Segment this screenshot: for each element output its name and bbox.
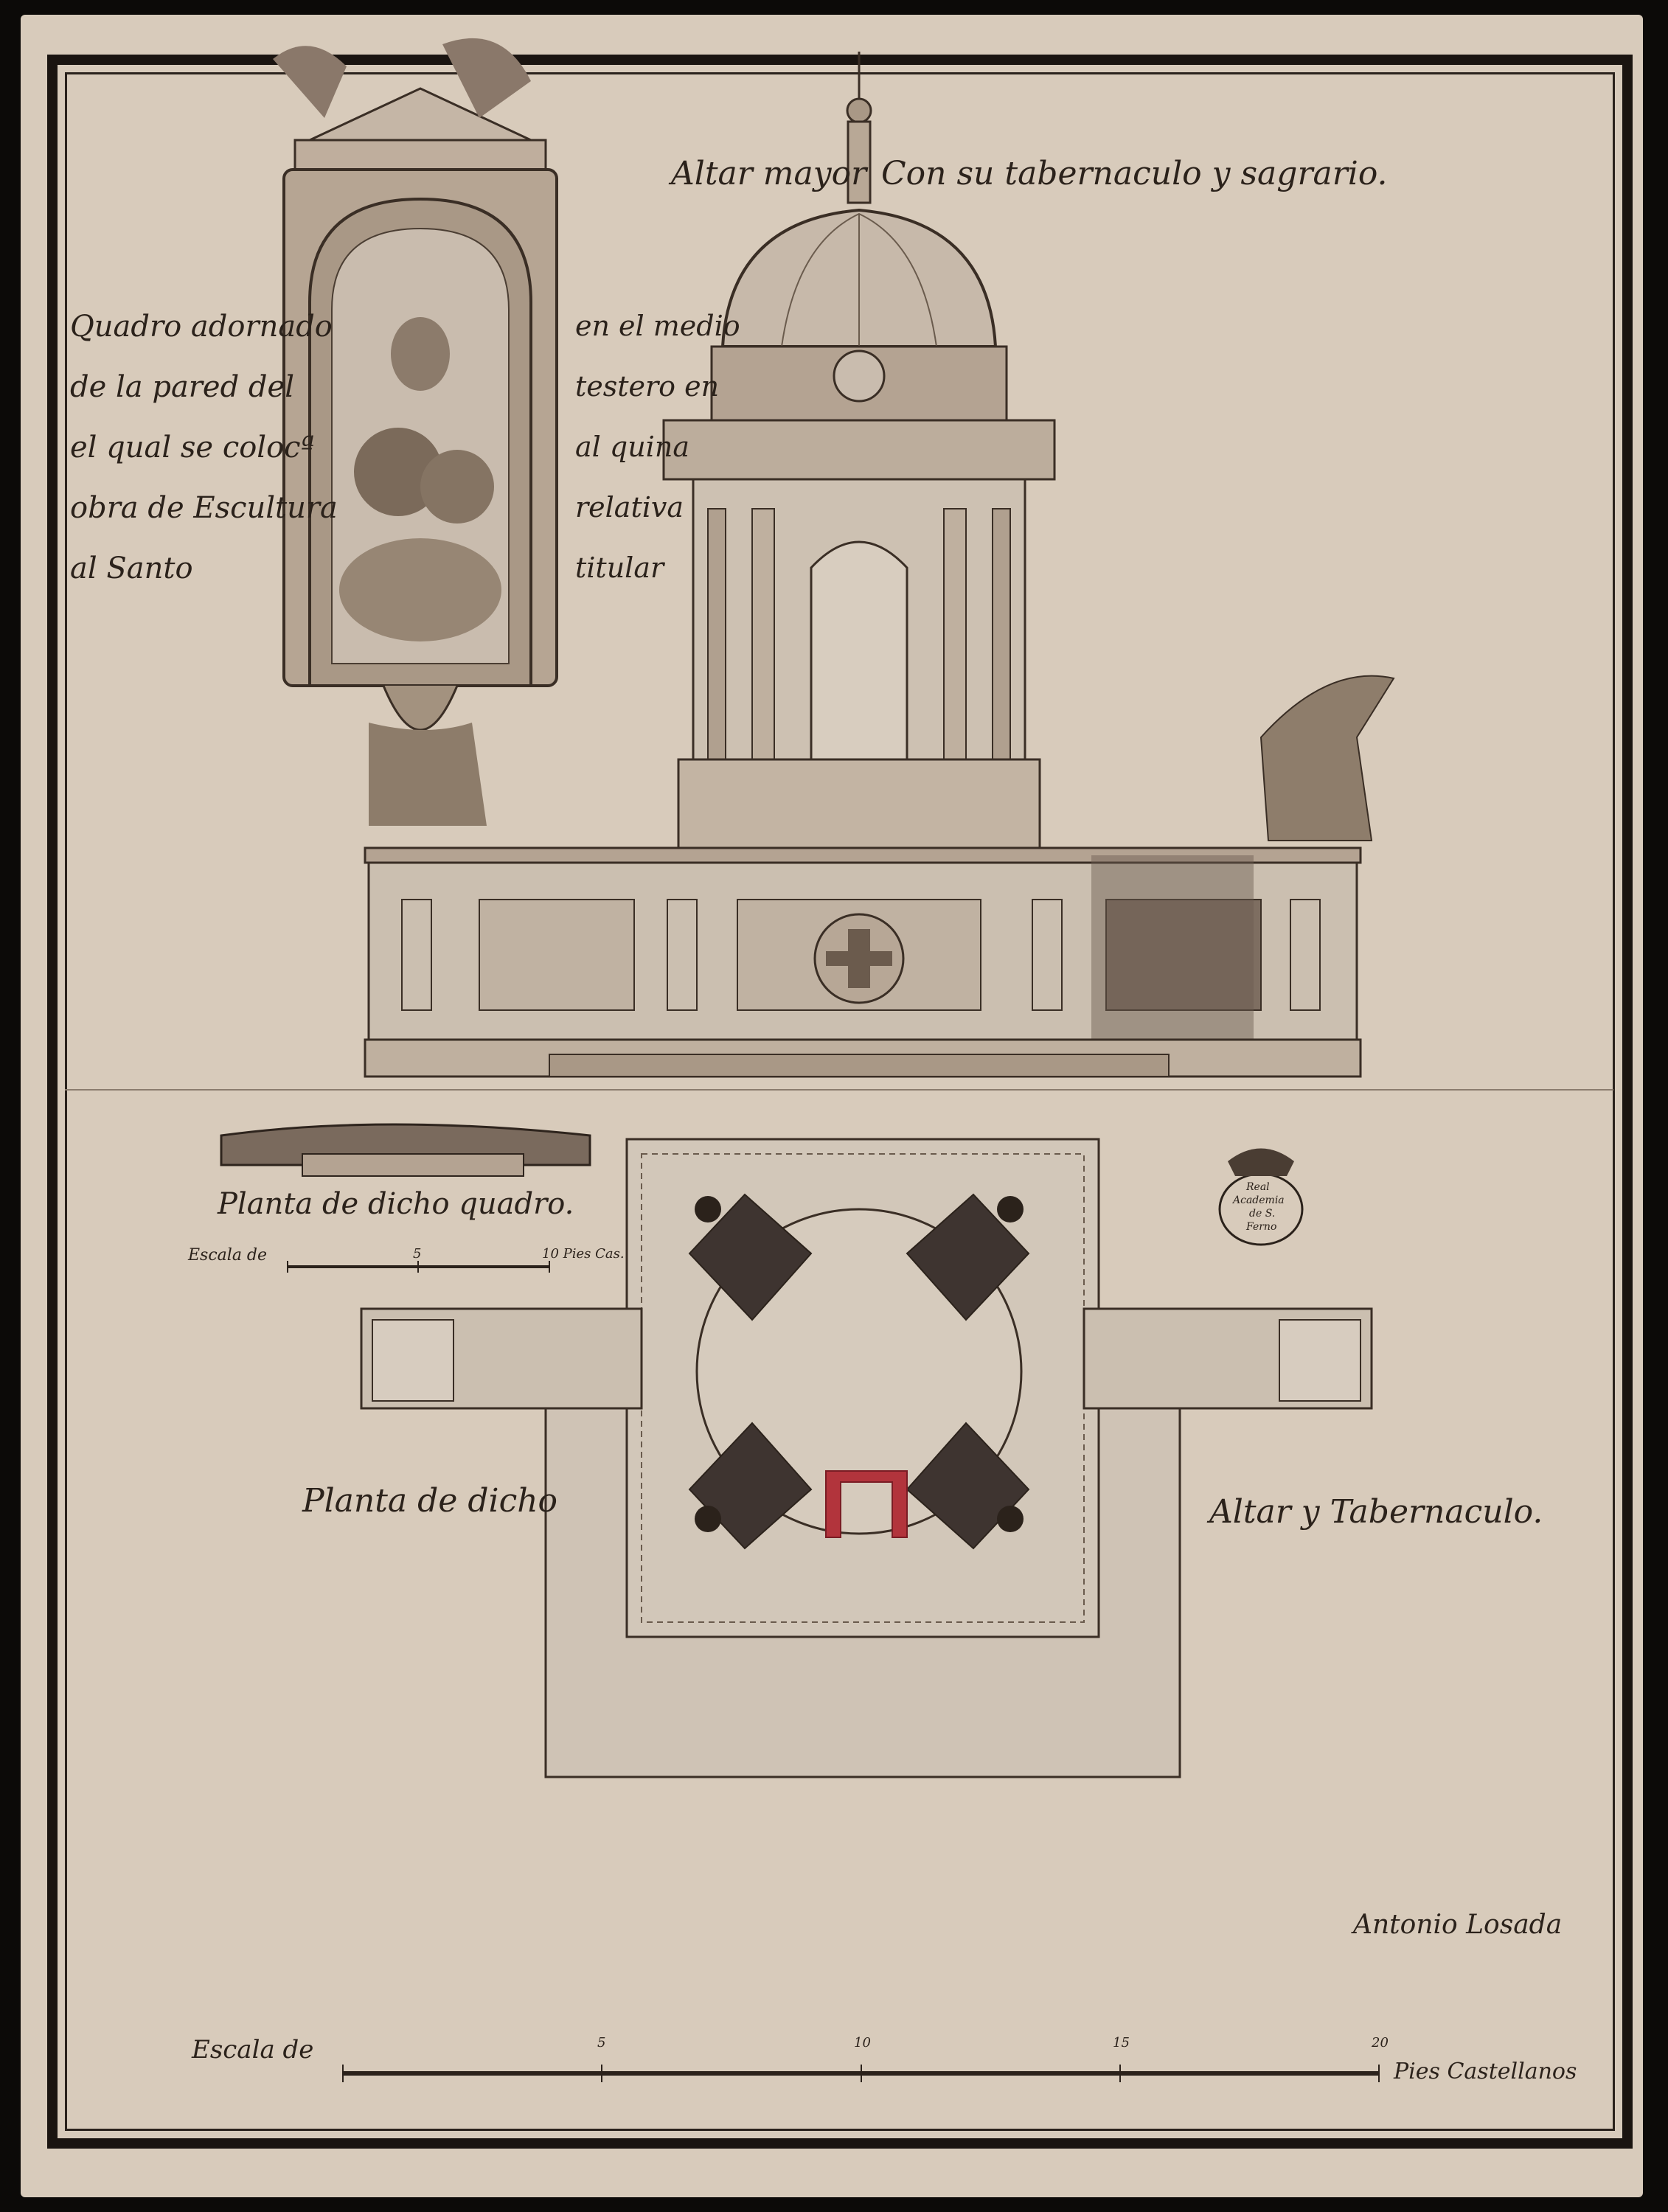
small-scale-bar (287, 1261, 550, 1273)
small-scale-end: 10 Pies Cas. (542, 1246, 625, 1262)
inscription-left-5: al Santo (70, 552, 193, 585)
inscription-right-1: en el medio (575, 310, 740, 342)
tabernacle-elevation (662, 52, 1056, 849)
seal-text-2: Academia (1233, 1194, 1285, 1206)
seal-text-3: de S. (1249, 1208, 1276, 1220)
altar-table (364, 846, 1362, 1078)
inscription-left-4: obra de Escultura (70, 491, 338, 525)
signature: Antonio Losada (1353, 1910, 1563, 1940)
title-left: Altar mayor (671, 155, 867, 192)
cross-emblem (826, 929, 892, 988)
frame-plan-label: Planta de dicho quadro. (218, 1187, 574, 1221)
inscription-right-4: relativa (575, 491, 684, 524)
altar-plan-label-right: Altar y Tabernaculo. (1209, 1493, 1543, 1531)
seal-text-4: Ferno (1246, 1221, 1277, 1233)
inscription-left-1: Quadro adornado (70, 310, 333, 344)
seal-text-1: Real (1246, 1181, 1270, 1193)
big-scale-tick-20: 20 (1372, 2035, 1389, 2051)
painting-frame (273, 38, 558, 826)
academy-seal (1218, 1148, 1304, 1246)
small-scale-label: Escala de (188, 1246, 268, 1265)
title-right: Con su tabernaculo y sagrario. (881, 155, 1388, 192)
inscription-right-5: titular (575, 552, 664, 584)
angel-top-right (442, 38, 531, 118)
big-scale-tick-5: 5 (597, 2035, 606, 2051)
frame-plan (220, 1123, 591, 1177)
small-scale-mid: 5 (413, 1246, 422, 1262)
inscription-right-3: al quina (575, 431, 689, 463)
inner-border (65, 72, 1615, 2131)
red-wash-step (825, 1470, 908, 1538)
angel-statue-left (369, 723, 487, 826)
altar-plan-label-left: Planta de dicho (302, 1482, 558, 1520)
angel-statue-right (1259, 675, 1395, 841)
big-scale-tick-10: 10 (854, 2035, 871, 2051)
figure-saint (391, 317, 450, 391)
big-scale-tick-15: 15 (1113, 2035, 1130, 2051)
inscription-right-2: testero en (575, 370, 720, 403)
angel-top-left (273, 46, 347, 118)
altar-plan (360, 1138, 1373, 1778)
big-scale-label: Escala de (192, 2035, 314, 2065)
inscription-left-2: de la pared del (70, 370, 294, 404)
inscription-left-3: el qual se colocª (70, 431, 315, 465)
big-scale-bar (342, 2065, 1380, 2082)
big-scale-unit: Pies Castellanos (1394, 2059, 1577, 2084)
outer-border (47, 55, 1633, 2149)
